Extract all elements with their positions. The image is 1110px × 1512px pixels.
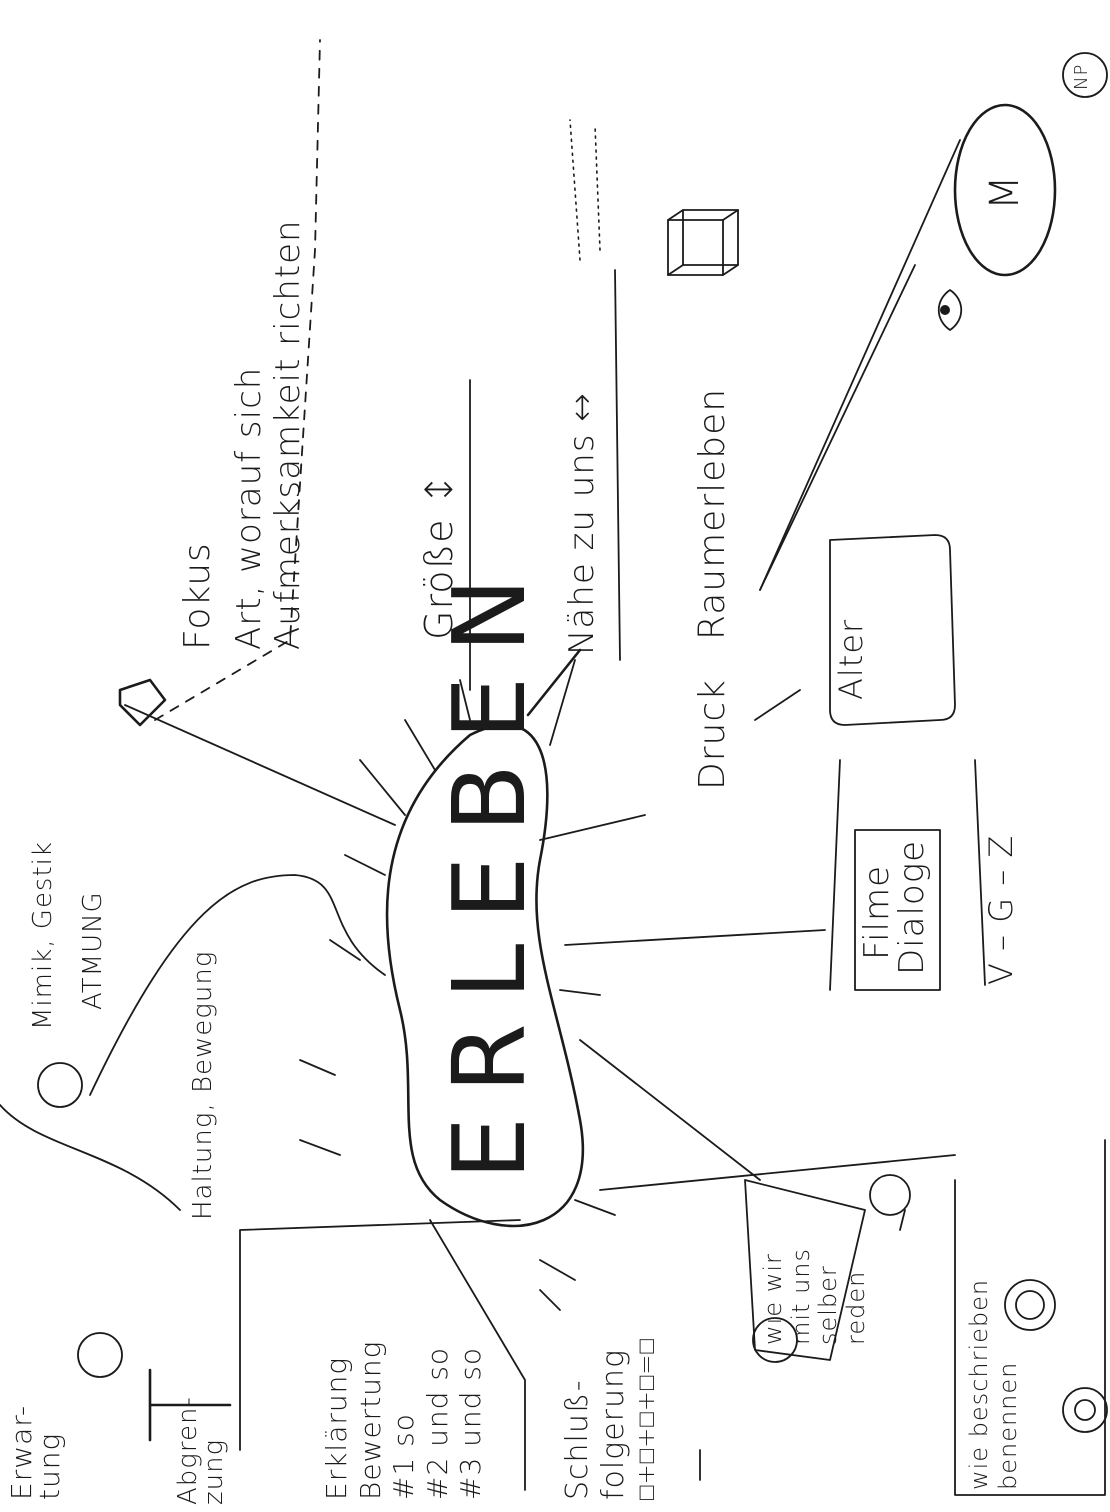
beschreiben-block: wie beschrieben benennen [965, 1278, 1022, 1490]
label-groesse: Größe ↕ [417, 472, 461, 640]
label-schluss: Schluß- [560, 1379, 595, 1500]
label-haltung: Haltung, Bewegung [188, 950, 218, 1220]
label-folgerung: folgerung [596, 1348, 631, 1500]
label-item-3: #3 und so [454, 1346, 488, 1500]
center-title: ERLEBEN [431, 553, 548, 1180]
label-m: M [982, 174, 1028, 210]
signature: NP [1071, 63, 1092, 90]
label-druck: Druck [692, 679, 733, 790]
eye-pupil [940, 305, 950, 315]
label-abgrenzung: Abgren- zung [173, 1396, 229, 1505]
label-atmung: ATMUNG [78, 891, 108, 1010]
label-erwartung: Erwar- tung [5, 1404, 66, 1500]
label-item-2: #2 und so [420, 1346, 454, 1500]
label-art-worauf: Art, worauf sich [229, 366, 269, 650]
label-bewertung: Bewertung [353, 1340, 387, 1500]
label-aufmerksamkeit: Aufmerksamkeit richten [268, 219, 309, 650]
label-erklaerung: Erklärung [320, 1356, 353, 1500]
label-fokus: Fokus [177, 542, 218, 650]
label-formula: □+□+□+□=□ [632, 1338, 660, 1500]
erklaerung-block: Erklärung Bewertung #1 so #2 und so #3 u… [320, 1341, 488, 1500]
aufmerksamkeit-block: Art, worauf sich Aufmerksamkeit richten [229, 219, 309, 650]
selbstgespraech-block: wie wir mit uns selber reden [759, 1247, 870, 1345]
label-mimik: Mimik, Gestik [28, 841, 58, 1030]
label-item-1: #1 so [387, 1413, 421, 1500]
label-dialoge: Dialoge [892, 839, 932, 975]
label-naehe: Nähe zu uns ↔ [562, 392, 602, 655]
label-filme: Filme [857, 864, 897, 960]
label-vgz: V – G – Z [982, 834, 1020, 985]
label-alter: Alter [832, 618, 870, 700]
label-raumerleben: Raumerleben [692, 387, 733, 640]
schluss-block: Schluß- folgerung □+□+□+□=□ [560, 1338, 661, 1500]
